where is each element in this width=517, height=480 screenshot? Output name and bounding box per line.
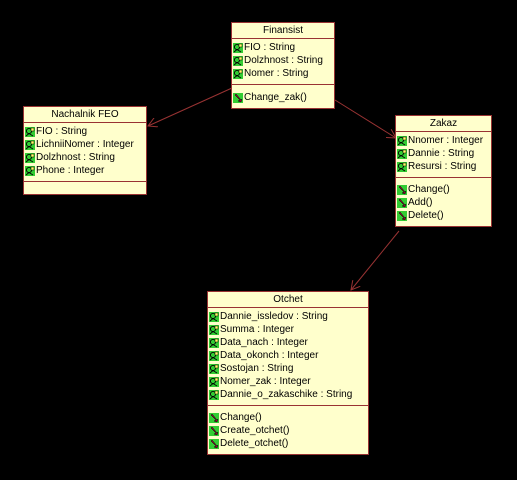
attribute-label: Dannie_issledov : String	[220, 311, 328, 322]
attribute-row[interactable]: Nomer : String	[233, 67, 334, 80]
attribute-icon	[25, 126, 35, 137]
attribute-row[interactable]: Data_nach : Integer	[209, 336, 368, 349]
attribute-row[interactable]: Resursi : String	[397, 160, 491, 173]
attribute-row[interactable]: Dolzhnost : String	[25, 151, 146, 164]
attribute-label: Nomer_zak : Integer	[220, 376, 311, 387]
attribute-icon	[209, 324, 219, 335]
attribute-icon	[397, 148, 407, 159]
assoc-zakaz-otchet[interactable]	[351, 230, 400, 290]
attribute-icon	[209, 350, 219, 361]
operation-row[interactable]: Delete()	[397, 209, 491, 222]
attribute-icon	[233, 55, 243, 66]
attribute-label: Data_nach : Integer	[220, 337, 308, 348]
attribute-label: Data_okonch : Integer	[220, 350, 319, 361]
attribute-row[interactable]: Nomer_zak : Integer	[209, 375, 368, 388]
assoc-finansist-nachalnik[interactable]	[148, 87, 233, 126]
operation-label: Delete_otchet()	[220, 438, 289, 449]
operations-compartment: Change() Add() Delete()	[396, 178, 491, 226]
attribute-icon	[397, 161, 407, 172]
attribute-row[interactable]: Dannie_o_zakaschike : String	[209, 388, 368, 401]
attribute-row[interactable]: Dannie_issledov : String	[209, 310, 368, 323]
attribute-icon	[209, 337, 219, 348]
attribute-icon	[209, 376, 219, 387]
attribute-label: Resursi : String	[408, 161, 477, 172]
operation-row[interactable]: Create_otchet()	[209, 424, 368, 437]
operation-icon	[209, 412, 219, 423]
operation-row[interactable]: Change_zak()	[233, 91, 334, 104]
operation-row[interactable]: Change()	[397, 183, 491, 196]
attribute-icon	[209, 311, 219, 322]
operations-compartment: Change() Create_otchet() Delete_otchet()	[208, 406, 368, 454]
attribute-label: Dannie_o_zakaschike : String	[220, 389, 353, 400]
class-name: Otchet	[208, 292, 368, 308]
attribute-label: LichniiNomer : Integer	[36, 139, 134, 150]
attribute-row[interactable]: Dannie : String	[397, 147, 491, 160]
attribute-label: FIO : String	[244, 42, 296, 53]
attribute-label: Summa : Integer	[220, 324, 294, 335]
attribute-row[interactable]: FIO : String	[233, 41, 334, 54]
attribute-row[interactable]: Nnomer : Integer	[397, 134, 491, 147]
attribute-icon	[397, 135, 407, 146]
attribute-row[interactable]: Data_okonch : Integer	[209, 349, 368, 362]
attribute-label: Phone : Integer	[36, 165, 105, 176]
attribute-icon	[25, 152, 35, 163]
operation-row[interactable]: Change()	[209, 411, 368, 424]
assoc-finansist-zakaz[interactable]	[334, 99, 396, 138]
attribute-label: Nnomer : Integer	[408, 135, 484, 146]
attribute-label: FIO : String	[36, 126, 88, 137]
attribute-label: Dannie : String	[408, 148, 475, 159]
attribute-label: Dolzhnost : String	[244, 55, 323, 66]
attribute-row[interactable]: FIO : String	[25, 125, 146, 138]
class-name: Finansist	[232, 23, 334, 39]
operation-label: Delete()	[408, 210, 444, 221]
operation-label: Change_zak()	[244, 92, 307, 103]
attribute-label: Nomer : String	[244, 68, 309, 79]
attribute-row[interactable]: LichniiNomer : Integer	[25, 138, 146, 151]
operations-compartment	[24, 182, 146, 194]
operation-icon	[209, 425, 219, 436]
class-name: Zakaz	[396, 116, 491, 132]
operation-icon	[397, 184, 407, 195]
attribute-label: Dolzhnost : String	[36, 152, 115, 163]
operations-compartment: Change_zak()	[232, 85, 334, 108]
operation-row[interactable]: Add()	[397, 196, 491, 209]
operation-label: Add()	[408, 197, 433, 208]
attribute-row[interactable]: Phone : Integer	[25, 164, 146, 177]
operation-label: Create_otchet()	[220, 425, 290, 436]
attribute-icon	[25, 165, 35, 176]
operation-label: Change()	[408, 184, 450, 195]
attribute-label: Sostojan : String	[220, 363, 294, 374]
operation-row[interactable]: Delete_otchet()	[209, 437, 368, 450]
operation-icon	[233, 92, 243, 103]
operation-icon	[397, 210, 407, 221]
attribute-icon	[209, 363, 219, 374]
attribute-icon	[25, 139, 35, 150]
operation-label: Change()	[220, 412, 262, 423]
attribute-icon	[209, 389, 219, 400]
attribute-icon	[233, 68, 243, 79]
attribute-row[interactable]: Dolzhnost : String	[233, 54, 334, 67]
attribute-row[interactable]: Sostojan : String	[209, 362, 368, 375]
class-name: Nachalnik FEO	[24, 107, 146, 123]
attribute-icon	[233, 42, 243, 53]
operation-icon	[209, 438, 219, 449]
attribute-row[interactable]: Summa : Integer	[209, 323, 368, 336]
operation-icon	[397, 197, 407, 208]
